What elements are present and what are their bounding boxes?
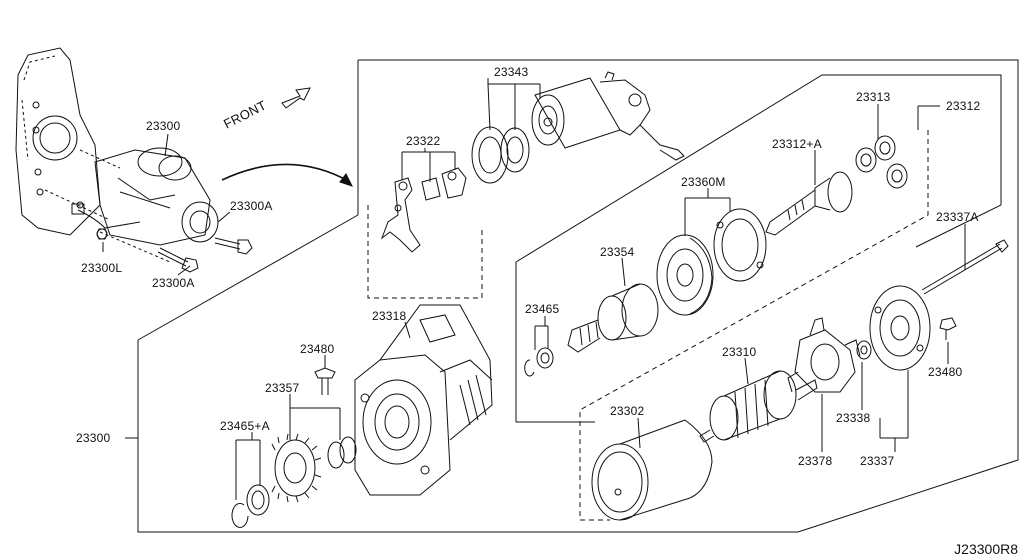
label-23354: 23354 — [600, 245, 635, 259]
label-23378: 23378 — [798, 454, 833, 468]
label-23337A: 23337A — [936, 210, 979, 224]
transfer-arrow — [222, 164, 352, 186]
gaskets-23343 — [472, 127, 529, 183]
label-23302: 23302 — [610, 404, 645, 418]
shift-lever — [382, 178, 420, 252]
label-23322: 23322 — [406, 134, 441, 148]
armature — [700, 371, 817, 442]
outer-frame — [138, 60, 1018, 532]
leader-lines — [103, 78, 965, 500]
lever-plug — [442, 168, 466, 198]
bearing-23338 — [857, 341, 871, 359]
bolt-23300L — [97, 229, 107, 239]
bolt-23300A-lower — [158, 248, 198, 272]
label-23357: 23357 — [265, 381, 300, 395]
ring-23465 — [525, 348, 553, 376]
label-23337: 23337 — [860, 454, 895, 468]
label-23338: 23338 — [836, 411, 871, 425]
label-23343: 23343 — [494, 65, 529, 79]
inner-frame-lower — [580, 130, 928, 520]
engine-block — [16, 48, 100, 235]
label-23300-side: 23300 — [76, 431, 111, 445]
bolt-23300A-upper — [215, 238, 252, 254]
brush-holder — [788, 318, 860, 392]
label-23313: 23313 — [856, 90, 891, 104]
label-23312A: 23312+A — [772, 137, 822, 151]
installed-starter — [72, 148, 218, 245]
overrunning-clutch — [568, 284, 658, 352]
internal-gear-cover — [714, 209, 766, 281]
label-23312: 23312 — [946, 99, 981, 113]
label-23300L: 23300L — [81, 261, 123, 275]
label-23480-left: 23480 — [300, 342, 335, 356]
label-23300-top: 23300 — [146, 119, 181, 133]
ring-23465A — [232, 485, 269, 527]
front-housing — [355, 305, 492, 495]
planet-gears-23313 — [856, 136, 907, 188]
diagram-code: J23300R8 — [954, 541, 1018, 557]
front-arrow-icon — [282, 88, 310, 108]
label-23300A-upper: 23300A — [230, 199, 273, 213]
springs-23357 — [328, 437, 356, 468]
solenoid — [532, 72, 684, 160]
label-23318: 23318 — [372, 309, 407, 323]
through-bolt — [922, 240, 1008, 294]
fork-dashed-frame — [368, 205, 482, 298]
label-23300A-lower: 23300A — [152, 276, 195, 290]
bolt-23480-right — [940, 318, 956, 340]
bolt-23480-left — [315, 368, 335, 395]
label-23465: 23465 — [525, 302, 560, 316]
label-23480-right: 23480 — [928, 365, 963, 379]
label-23360M: 23360M — [681, 175, 726, 189]
rear-cover — [870, 286, 930, 370]
label-23310: 23310 — [722, 345, 757, 359]
inner-frame-upper — [516, 75, 1001, 422]
lever-pin — [422, 178, 440, 200]
yoke — [592, 420, 712, 520]
dashed-leaders-left — [45, 150, 170, 262]
label-23465A: 23465+A — [220, 419, 270, 433]
gear-shaft — [766, 172, 852, 235]
pinion-gear — [272, 434, 321, 502]
internal-gear — [657, 235, 713, 315]
